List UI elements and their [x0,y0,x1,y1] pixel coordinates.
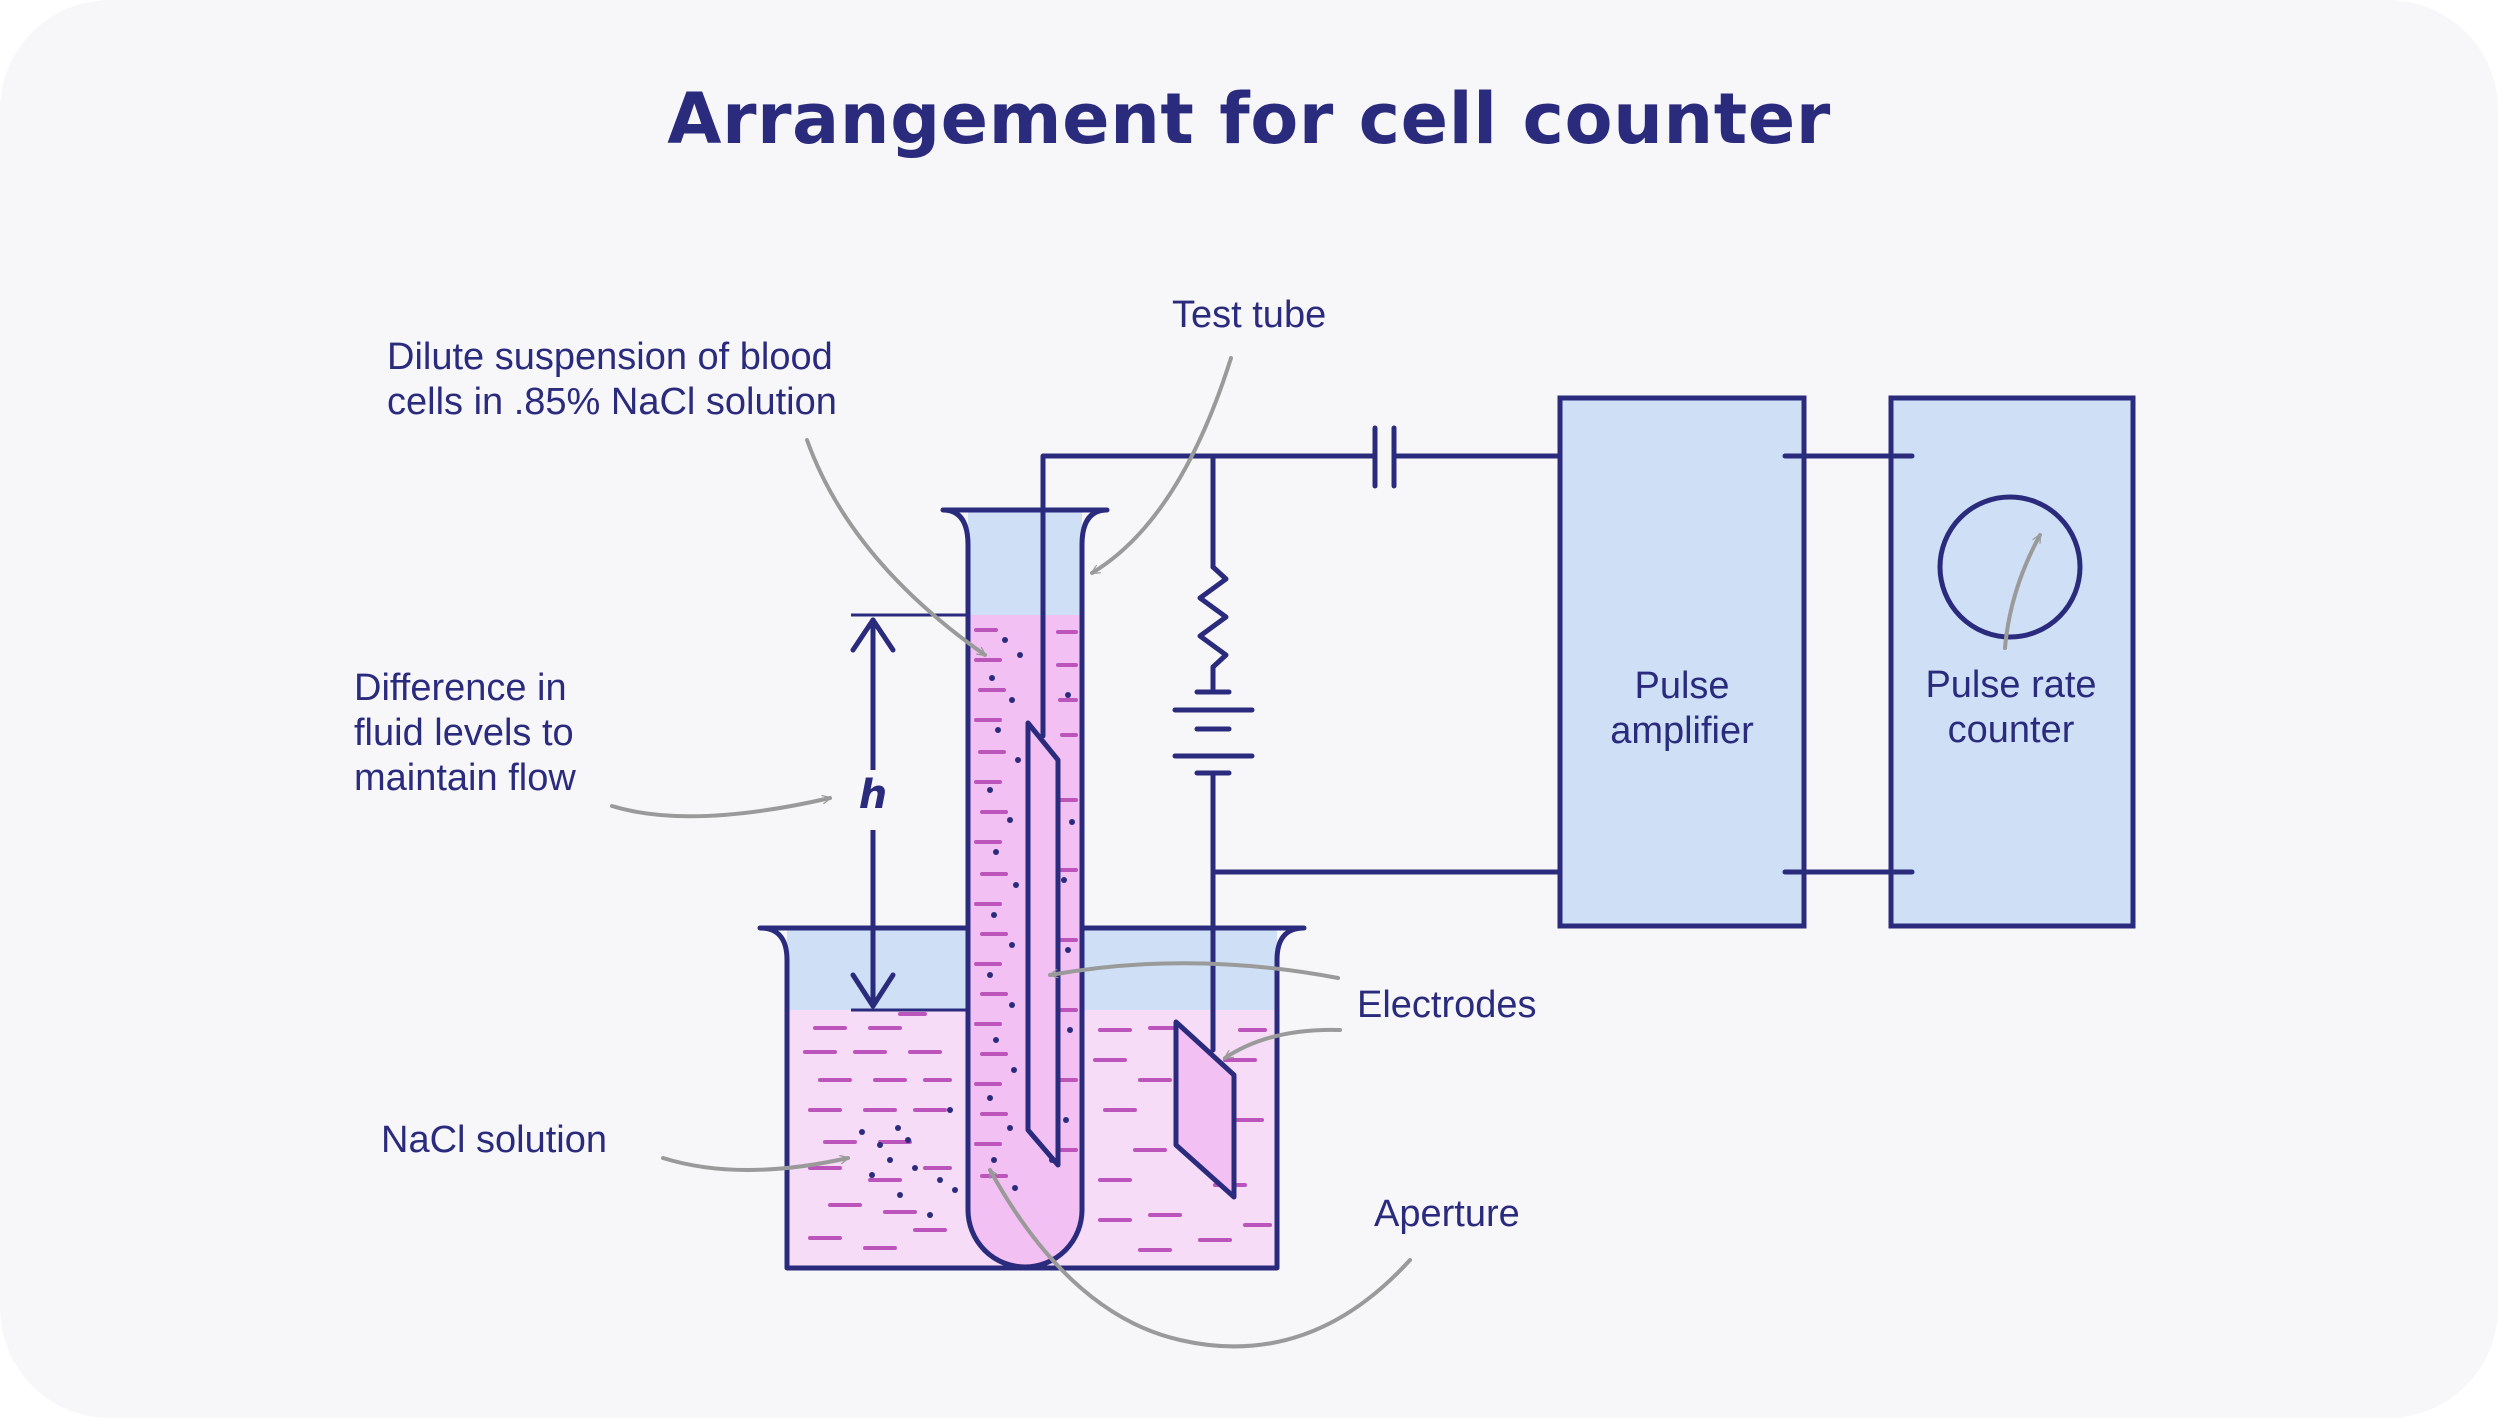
label-aperture: Aperture [1374,1193,1520,1235]
electrodes [1025,720,1237,1200]
label-difference-line1: Difference in [354,667,567,709]
circuit-wiring [1040,425,1563,1053]
pulse-rate-counter-box [1888,395,2136,929]
leader-test-tube [1090,356,1233,575]
wire-inner-electrode [1040,453,1378,739]
test-tube [940,507,1110,1270]
resistor-zigzag-icon [1197,564,1229,670]
pulse-amplifier-label-line1: Pulse [1634,665,1729,707]
amplifier-counter-connectors [1782,453,1915,875]
label-electrodes: Electrodes [1357,984,1537,1026]
label-dilute-line2: cells in .85% NaCl solution [387,381,837,423]
tube-suspension-dashes [974,628,1078,1178]
capacitor-icon [1372,425,1397,489]
inner-electrode [1025,720,1061,1168]
beaker-cell-dots [859,1107,958,1218]
beaker-solution-dashes [803,1012,1272,1252]
test-tube-outline [940,507,1110,1270]
leader-electrode-outer [1223,1027,1342,1060]
leader-difference [610,798,832,819]
label-dilute-line1: Dilute suspension of blood [387,336,833,378]
tube-air-gap [968,510,1082,615]
diagram-title: Arrangement for cell counter [667,78,1831,160]
pulse-amplifier-label-line2: amplifier [1610,710,1754,752]
label-difference-line3: maintain flow [354,757,576,799]
label-nacl-solution: NaCl solution [381,1119,607,1161]
label-difference-line2: fluid levels to [354,712,574,754]
height-label: h [859,772,887,818]
outer-electrode [1173,1019,1237,1200]
callout-labels: Dilute suspension of blood cells in .85%… [354,294,1537,1235]
leader-electrode-inner [1048,961,1340,980]
pulse-rate-counter: Pulse rate counter [1888,395,2136,929]
leader-aperture [988,1170,1412,1349]
leader-nacl-solution [661,1158,850,1172]
meter-dial-icon [1937,494,2083,640]
height-difference-marker: h [850,613,968,1012]
pulse-amplifier: Pulse amplifier [1557,395,1807,929]
leader-dilute-suspension [805,438,987,657]
pulse-amplifier-box [1557,395,1807,929]
pulse-rate-counter-label-line1: Pulse rate [1925,664,2096,706]
battery-icon [1172,689,1255,776]
pulse-rate-counter-label-line2: counter [1948,709,2075,751]
beaker-outline [757,925,1307,1271]
label-test-tube: Test tube [1172,294,1326,336]
meter-needle [2003,535,2042,650]
leader-lines [610,356,1412,1349]
